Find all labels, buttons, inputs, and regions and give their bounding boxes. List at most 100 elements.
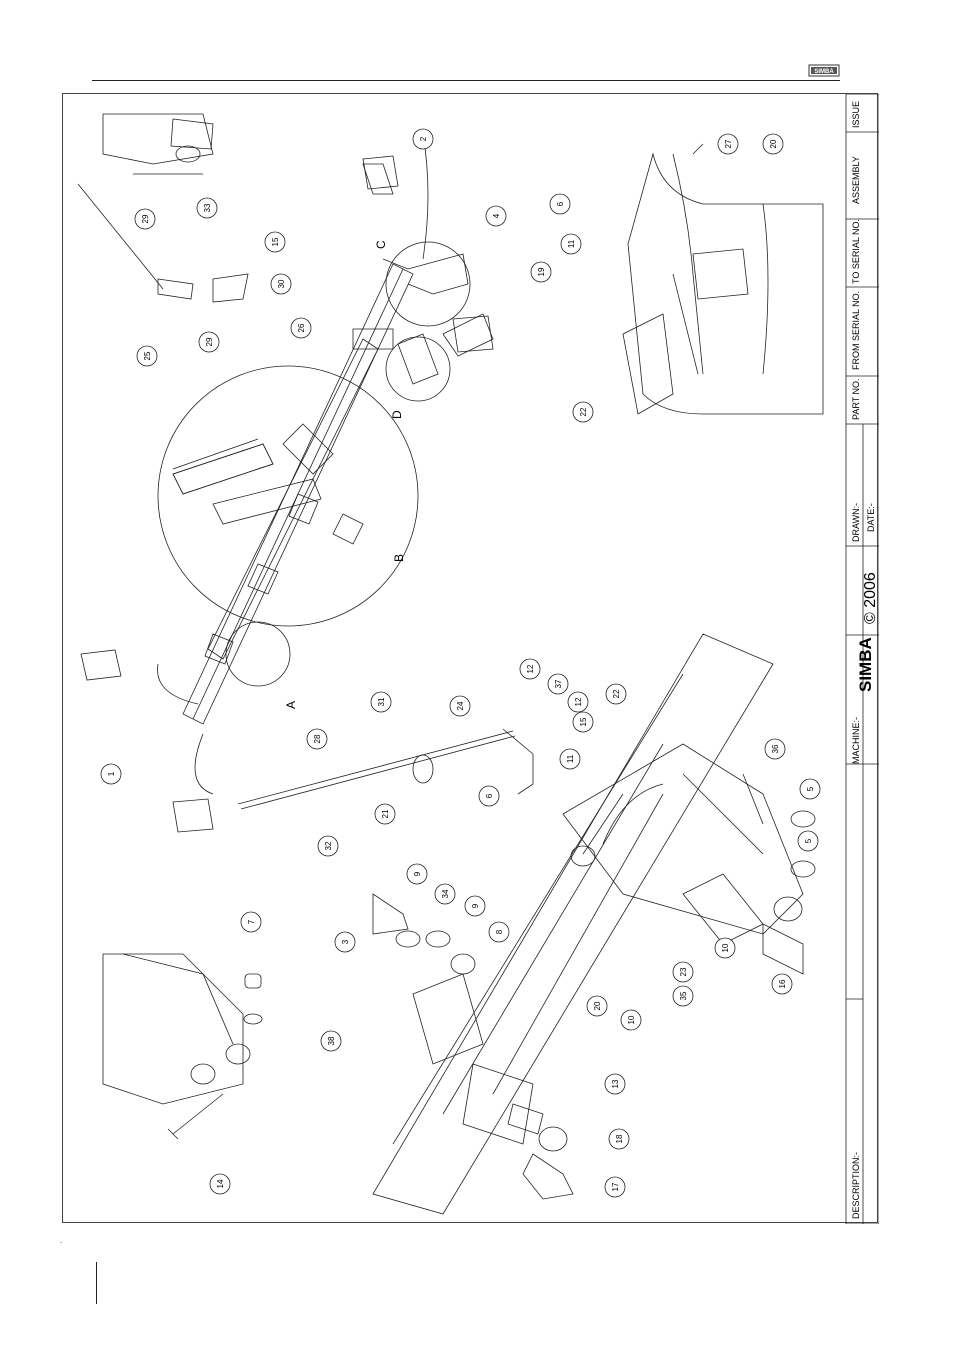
balloon-number: 31 (377, 697, 386, 706)
balloon-number: 5 (806, 786, 815, 791)
balloon-number: 37 (554, 679, 563, 688)
logo-small-text: SIMBA (814, 69, 834, 75)
balloon-number: 20 (769, 139, 778, 148)
balloon-number: 5 (804, 838, 813, 843)
balloon-number: 25 (143, 351, 152, 360)
balloon-number: 27 (724, 139, 733, 148)
view-label-c: C (374, 240, 388, 249)
tb-machine: MACHINE:- (851, 717, 861, 764)
view-label-a: A (284, 701, 298, 709)
callout-balloon: 9 (465, 896, 485, 916)
tb-date: DATE:- (866, 503, 876, 532)
callout-balloon: 27 (718, 134, 738, 154)
balloon-number: 4 (492, 213, 501, 218)
callout-balloon: 10 (715, 938, 735, 958)
callout-balloon: 30 (271, 274, 291, 294)
callout-balloon: 29 (199, 332, 219, 352)
callout-balloon: 3 (335, 932, 355, 952)
balloon-number: 15 (271, 237, 280, 246)
balloon-number: 34 (441, 889, 450, 898)
callout-balloon: 12 (568, 692, 588, 712)
callout-balloon: 38 (321, 1031, 341, 1051)
balloon-number: 15 (579, 717, 588, 726)
callout-balloon: 19 (531, 262, 551, 282)
tb-assembly: ASSEMBLY (851, 156, 861, 204)
callout-balloon: 4 (486, 206, 506, 226)
balloon-number: 32 (324, 841, 333, 850)
callout-balloon: 14 (210, 1174, 230, 1194)
callout-balloon: 5 (798, 831, 818, 851)
balloon-number: 28 (313, 734, 322, 743)
drawing-sheet: ISSUE ASSEMBLY TO SERIAL NO. FROM SERIAL… (62, 93, 878, 1223)
balloon-number: 36 (771, 744, 780, 753)
callout-balloon: 11 (560, 749, 580, 769)
balloon-number: 38 (327, 1036, 336, 1045)
callout-balloon: 22 (573, 402, 593, 422)
balloon-number: 29 (205, 337, 214, 346)
balloon-number: 9 (471, 903, 480, 908)
upper-boom-drawing (81, 134, 493, 832)
callout-balloon: 26 (291, 318, 311, 338)
balloon-number: 12 (574, 697, 583, 706)
callout-balloon: 1 (101, 764, 121, 784)
tb-issue: ISSUE (851, 101, 861, 128)
balloon-number: 19 (537, 267, 546, 276)
callout-balloon: 12 (520, 659, 540, 679)
callout-balloon: 20 (587, 996, 607, 1016)
callout-balloon: 13 (605, 1074, 625, 1094)
callout-balloon: 24 (450, 696, 470, 716)
balloon-number: 3 (341, 939, 350, 944)
callout-balloon: 29 (135, 209, 155, 229)
callout-balloon: 33 (197, 198, 217, 218)
view-label-d: D (390, 410, 404, 419)
callout-balloon: 6 (550, 194, 570, 214)
clevis-drawing (103, 954, 262, 1139)
simba-logo: SIMBA (856, 637, 875, 692)
balloon-number: 18 (615, 1134, 624, 1143)
balloon-number: 14 (216, 1179, 225, 1188)
balloon-number: 10 (721, 943, 730, 952)
balloon-number: 20 (593, 1001, 602, 1010)
balloon-number: 35 (679, 991, 688, 1000)
callout-balloon: 9 (407, 864, 427, 884)
balloon-number: 24 (456, 701, 465, 710)
balloon-number: 30 (277, 279, 286, 288)
balloon-number: 29 (141, 214, 150, 223)
balloon-number: 16 (778, 979, 787, 988)
margin-rule (96, 1262, 97, 1304)
balloon-number: 22 (579, 407, 588, 416)
balloon-number: 11 (567, 239, 576, 248)
exploded-diagram: ISSUE ASSEMBLY TO SERIAL NO. FROM SERIAL… (63, 94, 879, 1224)
callout-balloon: 22 (606, 684, 626, 704)
callout-balloon: 35 (673, 986, 693, 1006)
balloon-number: 11 (566, 754, 575, 763)
callout-balloon: 31 (371, 692, 391, 712)
tb-description: DESCRIPTION:- (851, 1152, 861, 1219)
balloon-number: 26 (297, 323, 306, 332)
callout-balloon: 34 (435, 884, 455, 904)
callout-balloon: 18 (609, 1129, 629, 1149)
balloon-number: 33 (203, 203, 212, 212)
page-dot: . (60, 1236, 62, 1245)
tb-part-no: PART NO. (851, 378, 861, 420)
balloon-number: 12 (526, 664, 535, 673)
callout-balloon: 10 (621, 1010, 641, 1030)
callout-balloon: 2 (413, 129, 433, 149)
balloon-number: 6 (485, 793, 494, 798)
callout-balloon: 28 (307, 729, 327, 749)
simba-logo-small: SIMBA (808, 62, 840, 78)
callout-balloon: 8 (489, 922, 509, 942)
balloon-number: 2 (419, 136, 428, 141)
callout-balloon: 36 (765, 739, 785, 759)
tb-from-serial: FROM SERIAL NO. (851, 291, 861, 370)
balloon-number: 1 (107, 771, 116, 776)
balloon-number: 22 (612, 689, 621, 698)
tb-copyright: © 2006 (862, 572, 879, 624)
balloon-number: 23 (679, 967, 688, 976)
callout-balloon: 15 (573, 712, 593, 732)
header-rule (92, 80, 840, 81)
balloon-number: 13 (611, 1079, 620, 1088)
callout-balloon: 17 (605, 1177, 625, 1197)
balloon-number: 8 (495, 929, 504, 934)
